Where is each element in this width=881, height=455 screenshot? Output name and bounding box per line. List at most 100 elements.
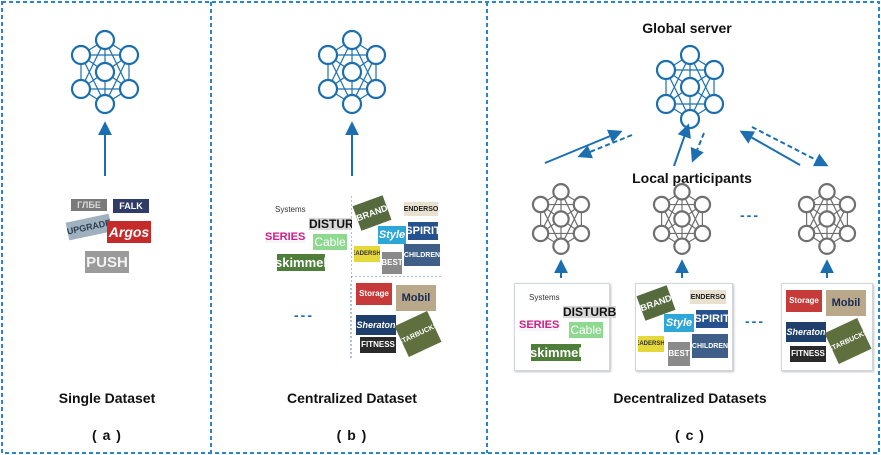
central-dataset-part-2: BRAND HENDERSON Style SPIRIT LEADERSHIP … [352,195,442,276]
participant-1-upload-arrow [544,129,623,164]
dataset-sign: FITNESS [790,346,826,362]
global-server-network-icon [655,44,725,130]
network-node [70,78,92,100]
dataset-word: skimmel [277,254,325,271]
dataset-sign: BEST [382,252,402,274]
network-node [652,195,671,214]
panel-a-tag: ( a ) [92,427,122,443]
dataset-sign: Sheraton [786,322,826,342]
dataset-word: Argos [107,221,151,243]
panel-c-title: Decentralized Datasets [613,390,767,406]
server-to-participant-1-arrow [577,134,633,159]
participant-3-network-icon [797,183,857,255]
dataset-word: DISTURB [563,305,617,319]
participant-1-network-icon [531,183,591,255]
network-node [552,210,570,228]
dataset-word: Systems [275,205,306,214]
dataset-word: Cable [313,234,347,250]
dataset-sign: Storage [356,283,392,305]
neural-network-icon-b [317,29,387,115]
ellipsis-b: --- [294,307,314,323]
network-node [818,237,836,255]
dataset-sign: STARBUCKS [824,317,872,365]
network-node [673,183,691,201]
network-node [94,61,116,83]
network-node [703,93,725,115]
network-node [655,93,677,115]
participant-2-dataset: BRAND HENDERSON Style SPIRIT LEADERSHIP … [635,283,733,371]
network-node [818,210,836,228]
dataset-sign: Storage [786,290,822,312]
dataset-sign: CHILDREN [404,244,440,266]
network-node [94,93,116,115]
dataset-word: DISTURB [309,217,363,231]
network-node [679,108,701,130]
network-node [797,224,816,243]
ellipsis-datasets: --- [745,313,765,329]
network-node [693,224,712,243]
dataset-sign: HENDERSON [404,202,438,216]
network-node [94,29,116,51]
network-node [365,78,387,100]
panel-c-tag: ( c ) [675,427,705,443]
network-node [673,210,691,228]
dataset-sign: STARBUCKS [394,310,442,358]
network-node [531,224,550,243]
network-node [552,237,570,255]
dataset-sign: Mobil [826,290,866,316]
network-node [818,183,836,201]
neural-network-icon-a [70,29,140,115]
participant-2-network-icon [652,183,712,255]
network-node [341,61,363,83]
network-node [838,224,857,243]
dataset-word: SERIES [519,319,560,331]
global-server-label: Global server [642,20,732,36]
network-node [679,44,701,66]
participant-2-upload-arrow [673,123,691,167]
dataset-sign: Sheraton [356,315,396,335]
dataset-word: UPGRADE [65,213,113,241]
dataset-sign: LEADERSHIP [638,336,664,352]
network-node [552,183,570,201]
dataset-sign: BEST [668,342,690,366]
network-node [70,44,92,66]
network-node [118,44,140,66]
dataset-word: Systems [529,293,560,302]
single-dataset-collage: ГЛБЕ FALK UPGRADE Argos PUSH [63,193,153,278]
participant-3-upload-arrow [739,130,801,166]
dataset-sign: CHILDREN [692,334,728,358]
network-node [679,76,701,98]
network-node [317,78,339,100]
dataset-sign: SPIRIT [696,310,728,328]
participant-1-dataset: Systems DISTURB SERIES Cable skimmel [514,283,617,371]
dataset-sign: Style [378,226,406,244]
dataset-sign: HENDERSON [690,290,726,304]
network-node [655,59,677,81]
dataset-word: Cable [569,322,603,338]
central-dataset-part-3: Storage Mobil Sheraton FITNESS STARBUCKS [352,277,442,358]
network-node [797,195,816,214]
network-node [317,44,339,66]
network-node [365,44,387,66]
panel-a-title: Single Dataset [58,390,156,406]
server-to-participant-3-arrow [751,126,829,167]
dataset-word: PUSH [85,251,129,273]
network-node [341,93,363,115]
network-node [572,195,591,214]
panel-b-title: Centralized Dataset [287,390,417,406]
panel-b-tag: ( b ) [336,427,368,443]
participant-3-dataset: Storage Mobil Sheraton FITNESS STARBUCKS [781,283,873,371]
central-dataset-part-1: Systems DISTURB SERIES Cable skimmel [263,196,363,282]
dataset-word: SERIES [265,231,306,243]
network-node [118,78,140,100]
local-participants-label: Local participants [632,170,752,186]
server-to-participant-2-arrow [690,132,705,163]
dataset-sign: Style [664,314,694,332]
network-node [652,224,671,243]
dataset-sign: Mobil [396,285,436,311]
network-node [703,59,725,81]
network-node [531,195,550,214]
